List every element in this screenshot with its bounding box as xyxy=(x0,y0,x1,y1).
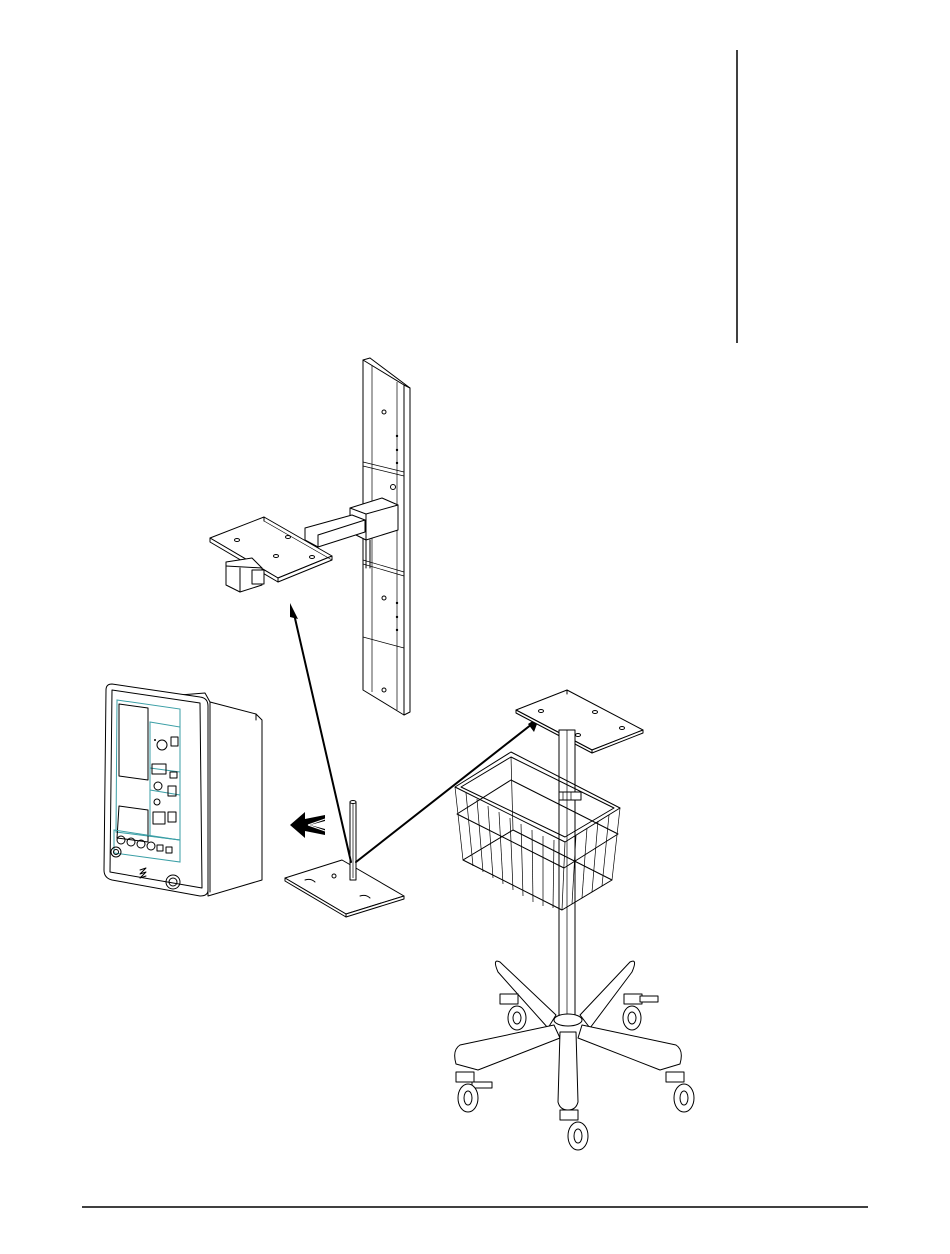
logo-icon xyxy=(140,868,146,878)
monitor-icon xyxy=(104,684,262,896)
caster-icon xyxy=(623,994,658,1030)
rolling-stand-icon xyxy=(455,690,694,1150)
mount-plate-icon xyxy=(210,515,365,592)
caster-icon xyxy=(666,1072,694,1112)
arrow-to-stand-plate xyxy=(356,716,540,862)
caster-icon xyxy=(456,1072,492,1112)
push-arrow-icon xyxy=(290,812,328,838)
wall-channel-icon xyxy=(350,358,410,715)
basket-icon xyxy=(455,752,620,910)
caster-icon xyxy=(560,1110,588,1150)
